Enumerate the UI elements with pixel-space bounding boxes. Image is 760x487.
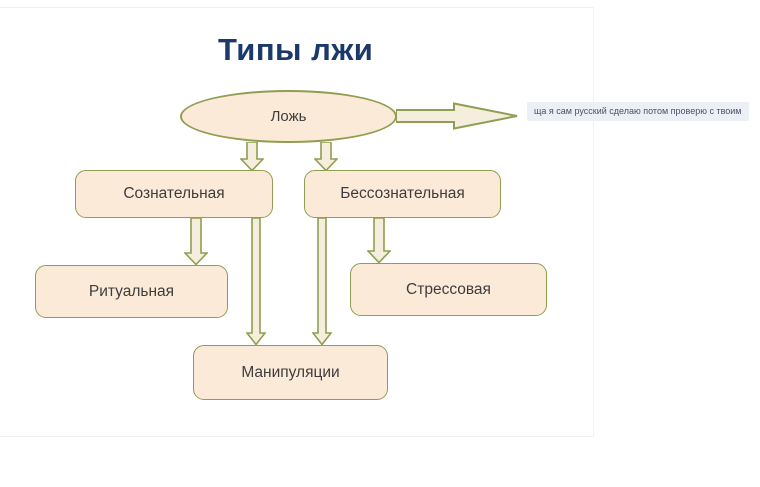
node-manipulation-label: Манипуляции — [241, 363, 340, 381]
node-stress[interactable]: Стрессовая — [350, 263, 547, 316]
node-root-lozh[interactable]: Ложь — [180, 90, 397, 143]
arrow-conscious-to-manipulation-icon[interactable] — [246, 218, 266, 345]
node-unconscious[interactable]: Бессознательная — [304, 170, 501, 218]
comment-note[interactable]: ща я сам русский сделаю потом проверю с … — [527, 102, 749, 121]
node-root-label: Ложь — [270, 108, 307, 125]
node-manipulation[interactable]: Манипуляции — [193, 345, 388, 400]
node-stress-label: Стрессовая — [406, 280, 491, 298]
page-title[interactable]: Типы лжи — [218, 32, 374, 67]
arrow-conscious-to-ritual-icon[interactable] — [184, 218, 208, 265]
node-unconscious-label: Бессознательная — [340, 185, 465, 202]
arrow-root-to-conscious-icon[interactable] — [240, 142, 264, 171]
node-ritual-label: Ритуальная — [88, 282, 175, 300]
arrow-unconscious-to-manipulation-icon[interactable] — [312, 218, 332, 345]
arrow-root-to-unconscious-icon[interactable] — [314, 142, 338, 171]
arrow-unconscious-to-stress-icon[interactable] — [367, 218, 391, 263]
arrow-right-icon[interactable] — [396, 102, 519, 130]
node-conscious[interactable]: Сознательная — [75, 170, 273, 218]
node-conscious-label: Сознательная — [123, 185, 225, 202]
node-ritual[interactable]: Ритуальная — [35, 265, 228, 318]
